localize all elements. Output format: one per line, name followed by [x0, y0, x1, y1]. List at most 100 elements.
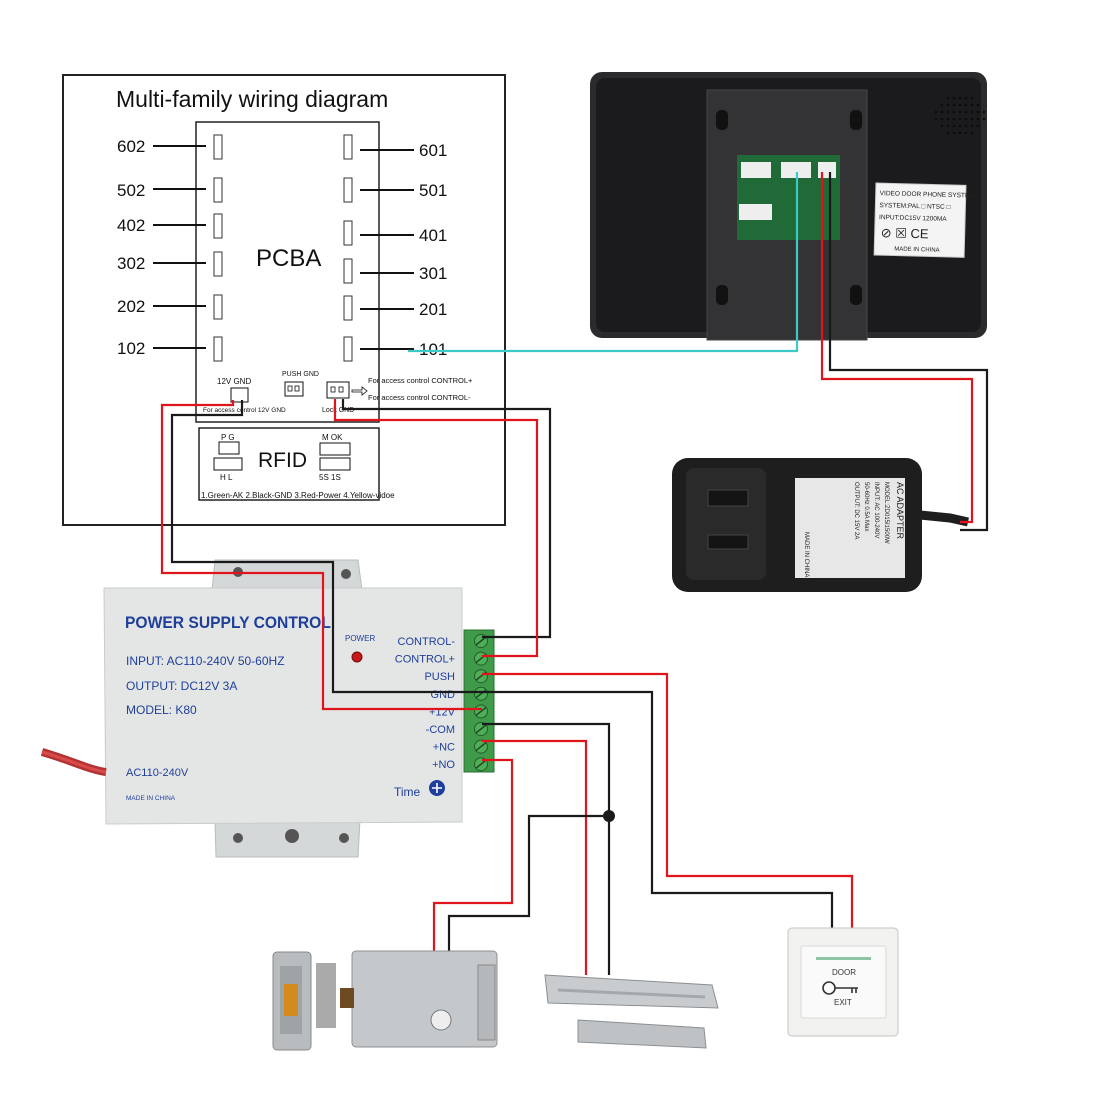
- exit-top-label: DOOR: [832, 968, 856, 977]
- wire-control-plus: [333, 399, 539, 658]
- rfid-module: P G H L RFID M OK 5S 1S 1.Green-AK 2.Bla…: [198, 427, 395, 501]
- speaker-hole: [958, 110, 962, 114]
- wire-lock-com: [447, 814, 609, 953]
- diagram-title: Multi-family wiring diagram: [116, 86, 388, 112]
- wire-monitor-power-red: [820, 172, 974, 524]
- pcb-terminal-labels: 12V GND For access control 12V GND PUSH …: [203, 371, 473, 414]
- rfid-ss-terminal: [319, 457, 351, 471]
- maglock-body: [544, 974, 719, 1009]
- connector-jack: [343, 295, 353, 321]
- room-connector-401: 401: [343, 220, 447, 246]
- connector-jack: [213, 134, 223, 160]
- rfid-label: RFID: [258, 449, 307, 472]
- speaker-hole: [970, 124, 974, 128]
- speaker-hole: [940, 124, 944, 128]
- adapter-line: MADE IN CHINA: [803, 532, 809, 577]
- speaker-hole: [958, 103, 962, 107]
- room-connector-101: 101: [343, 336, 447, 362]
- adapter-line: OUTPUT: DC 15V 2A: [853, 482, 859, 539]
- speaker-hole: [970, 110, 974, 114]
- speaker-hole: [982, 117, 986, 121]
- psu-power-label: POWER: [345, 634, 375, 643]
- maglock-armature: [577, 1019, 707, 1049]
- access-12v-label: For access control 12V GND: [203, 407, 286, 414]
- wire-control-minus: [341, 399, 552, 639]
- diagram-panel: Multi-family wiring diagram PCBA 602 502…: [62, 74, 506, 526]
- room-label-401: 401: [419, 226, 447, 245]
- right-room-connectors: 601 501 401 301 201: [343, 134, 447, 362]
- rfid-ss-label: 5S 1S: [319, 473, 341, 482]
- speaker-hole: [946, 96, 950, 100]
- adapter-line: AC ADAPTER: [895, 482, 905, 540]
- connector-jack: [213, 251, 223, 277]
- room-connector-602: 602: [117, 134, 223, 160]
- room-label-301: 301: [419, 264, 447, 283]
- psu-input: INPUT: AC110-240V 50-60HZ: [126, 654, 285, 668]
- plug-prong: [707, 489, 749, 507]
- push-gnd-label: PUSH GND: [282, 371, 319, 378]
- speaker-hole: [940, 110, 944, 114]
- speaker-hole: [964, 131, 968, 135]
- connector-jack: [343, 336, 353, 362]
- plug-prong: [707, 534, 749, 550]
- lock-body: [351, 950, 498, 1048]
- connector-jack: [213, 294, 223, 320]
- connector-jack: [343, 220, 353, 246]
- wire-com: [482, 722, 611, 975]
- room-connector-202: 202: [117, 294, 223, 320]
- wire-junction: [603, 810, 615, 822]
- connector-jack: [343, 134, 353, 160]
- connector-jack: [343, 258, 353, 284]
- wire-push: [482, 672, 854, 928]
- screw-slot: [475, 742, 487, 752]
- room-label-202: 202: [117, 297, 145, 316]
- room-label-102: 102: [117, 339, 145, 358]
- rfid-pg-label: P G: [221, 433, 235, 442]
- monitor-port: [781, 162, 811, 178]
- power-led: [351, 651, 363, 663]
- screw-slot: [475, 724, 487, 734]
- wire-12v: [160, 400, 482, 711]
- rfid-hl-label: H L: [220, 473, 233, 482]
- psu-model: MODEL: K80: [126, 703, 197, 717]
- room-label-602: 602: [117, 137, 145, 156]
- terminal-label: CONTROL+: [395, 654, 455, 666]
- room-connector-102: 102: [117, 336, 223, 362]
- rfid-legend: 1.Green-AK 2.Black-GND 3.Red-Power 4.Yel…: [201, 491, 395, 500]
- adapter-line: INPUT: AC 100-240V: [873, 482, 879, 538]
- monitor-port: [741, 162, 771, 178]
- magnetic-lock: [544, 974, 719, 1049]
- ac-adapter: AC ADAPTER MODEL:ZD015I1500W INPUT: AC 1…: [672, 458, 969, 592]
- speaker-hole: [946, 110, 950, 114]
- exit-bottom-label: EXIT: [834, 998, 852, 1007]
- v12-gnd-label: 12V GND: [217, 377, 251, 386]
- sticker-line: VIDEO DOOR PHONE SYSTEM: [880, 190, 975, 199]
- speaker-hole: [952, 117, 956, 121]
- push-gnd-terminal: [284, 381, 304, 397]
- room-connector-502: 502: [117, 177, 223, 203]
- speaker-hole: [940, 117, 944, 121]
- left-room-connectors: 602 502 402 302 202: [117, 134, 223, 362]
- speaker-hole: [952, 103, 956, 107]
- electric-lock: [272, 950, 498, 1051]
- rfid-mok-label: M OK: [322, 433, 343, 442]
- rfid-mok-terminal: [319, 442, 351, 456]
- adapter-label: AC ADAPTER MODEL:ZD015I1500W INPUT: AC 1…: [795, 478, 905, 578]
- speaker-hole: [964, 110, 968, 114]
- sticker-line: MADE IN CHINA: [894, 247, 939, 254]
- v12-gnd-terminal: [230, 387, 249, 403]
- exit-push-area[interactable]: [800, 945, 887, 1019]
- room-label-101: 101: [419, 340, 447, 359]
- speaker-hole: [952, 110, 956, 114]
- wire-exit-gnd: [482, 690, 834, 928]
- connector-jack: [213, 336, 223, 362]
- sticker-line: INPUT:DC15V 1200MA: [879, 214, 947, 223]
- speaker-hole: [958, 131, 962, 135]
- speaker-hole: [970, 131, 974, 135]
- access-minus-label: For access control CONTROL-: [368, 393, 471, 402]
- wire-nc: [482, 739, 588, 975]
- room-connector-301: 301: [343, 258, 447, 284]
- lock-gnd-label: Lock GND: [322, 407, 354, 414]
- exit-button: DOOR EXIT: [787, 927, 899, 1037]
